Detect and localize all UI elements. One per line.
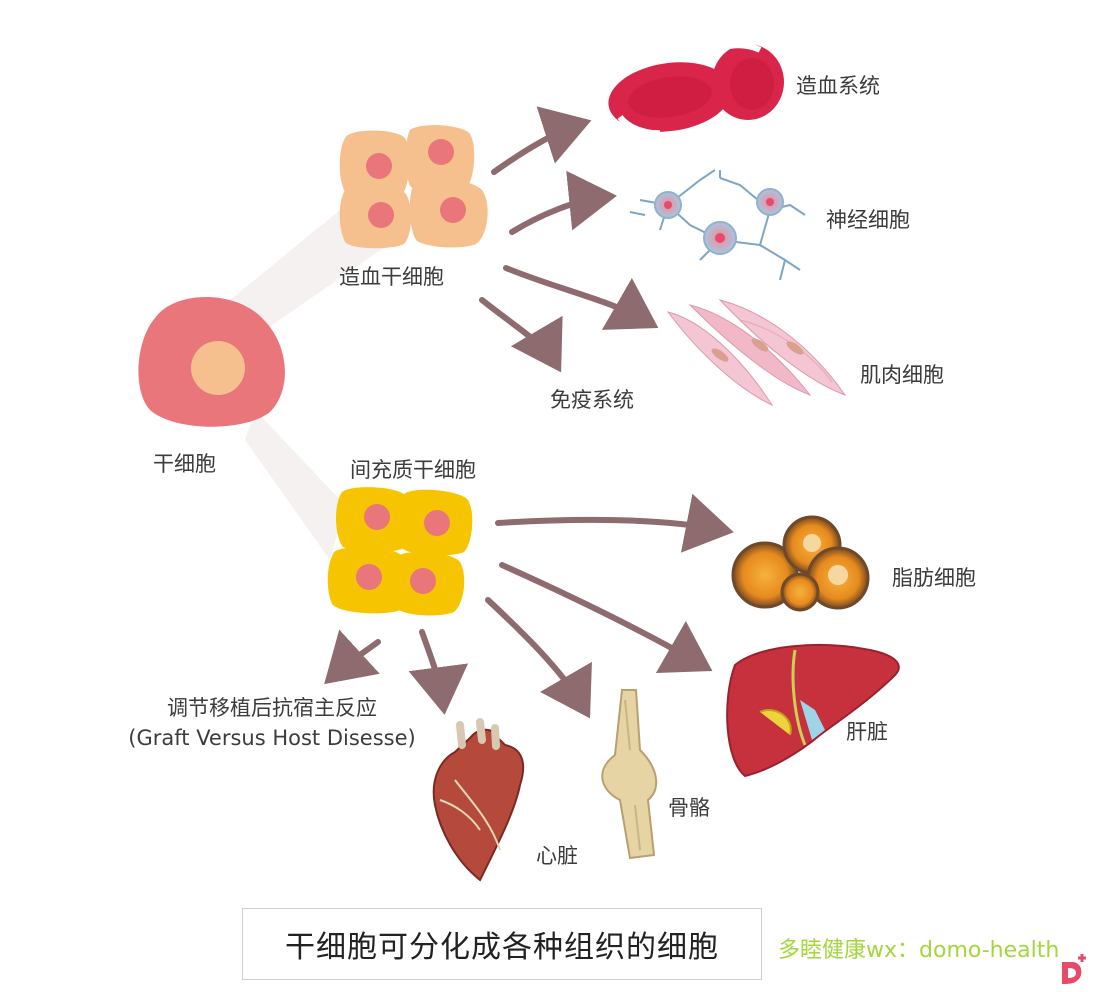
caption-box: 干细胞可分化成各种组织的细胞	[242, 908, 762, 980]
muscle-cell-graphic	[666, 299, 847, 407]
arrow-to-immune	[479, 297, 563, 373]
label-fat-cell: 脂肪细胞	[892, 566, 976, 590]
nerve-cell-graphic	[629, 169, 806, 281]
label-heart: 心脏	[536, 844, 578, 868]
arrow-to-bone	[485, 597, 592, 719]
brand-logo-icon	[1062, 954, 1086, 984]
label-mesenchymal-stem-cell: 间充质干细胞	[350, 458, 476, 482]
connector-to-msc	[245, 410, 345, 560]
label-hematopoietic-stem-cell: 造血干细胞	[339, 265, 444, 289]
label-nerve-cell: 神经细胞	[826, 208, 910, 232]
label-gvhd-chinese: 调节移植后抗宿主反应	[167, 696, 377, 720]
bone-graphic	[601, 689, 658, 860]
fat-cell-graphic	[731, 515, 870, 612]
liver-graphic	[726, 644, 900, 778]
red-blood-cell-graphic	[608, 42, 784, 137]
arrow-to-liver	[499, 562, 713, 673]
caption-text: 干细胞可分化成各种组织的细胞	[285, 930, 719, 965]
hematopoietic-stem-cell-graphic	[339, 125, 488, 249]
label-immune-system: 免疫系统	[550, 388, 634, 412]
arrow-to-nerve	[509, 170, 617, 235]
arrow-to-muscle	[503, 265, 659, 330]
watermark-text: 多睦健康wx：domo-health	[778, 938, 1060, 963]
label-muscle-cell: 肌肉细胞	[860, 363, 944, 387]
label-stem-cell: 干细胞	[153, 452, 216, 476]
arrow-to-blood	[491, 106, 592, 175]
stem-cell-graphic	[138, 297, 285, 427]
label-hematopoietic-system: 造血系统	[796, 74, 880, 98]
arrow-to-fat	[495, 493, 734, 553]
label-bone: 骨骼	[668, 796, 710, 820]
label-liver: 肝脏	[846, 720, 888, 744]
arrow-to-heart	[408, 629, 469, 715]
arrow-to-gvhd	[324, 629, 381, 685]
label-gvhd-english: (Graft Versus Host Disesse)	[128, 726, 416, 750]
mesenchymal-stem-cell-graphic	[327, 487, 473, 616]
heart-graphic	[432, 718, 525, 882]
